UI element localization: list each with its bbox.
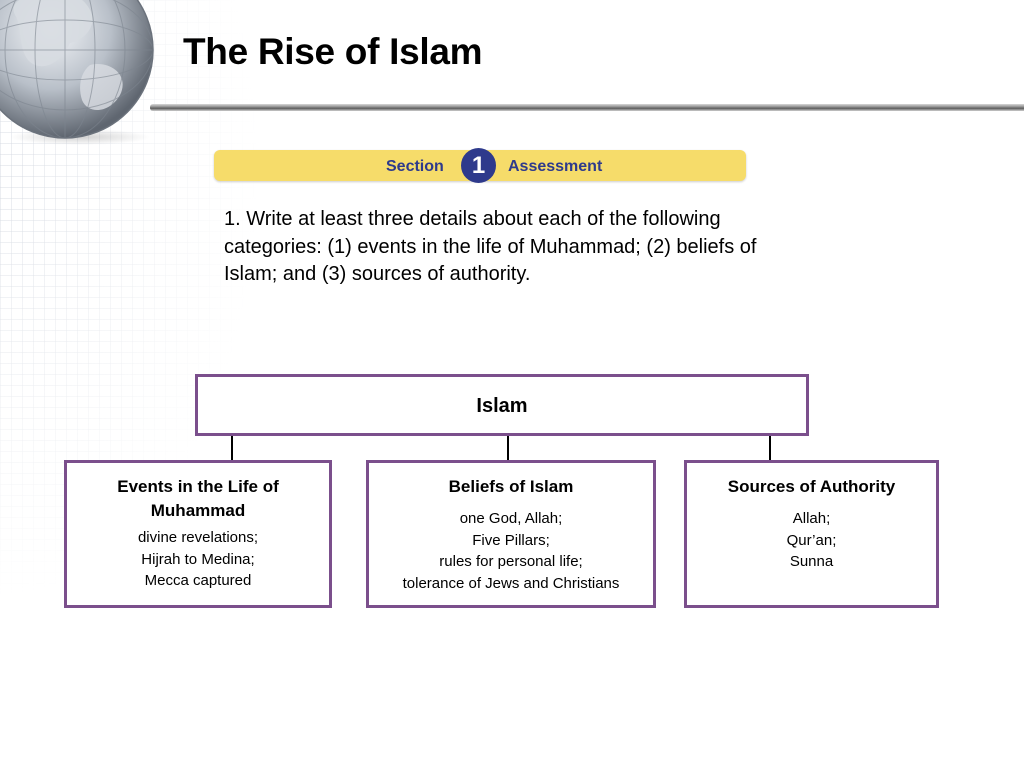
diagram-root-box: Islam bbox=[195, 374, 809, 436]
category-item: one God, Allah; bbox=[459, 510, 563, 527]
category-title: Events in the Life of Muhammad bbox=[117, 477, 279, 520]
category-box-events: Events in the Life of Muhammad divine re… bbox=[64, 460, 332, 608]
connector-line bbox=[769, 436, 771, 460]
section-number-badge: 1 bbox=[461, 148, 496, 183]
assessment-question: 1. Write at least three details about ea… bbox=[224, 208, 757, 285]
category-title: Beliefs of Islam bbox=[448, 477, 574, 496]
category-item: Qur’an; bbox=[786, 531, 837, 549]
category-item: rules for personal life; bbox=[439, 553, 583, 570]
title-divider bbox=[150, 104, 1024, 111]
category-item: Sunna bbox=[789, 553, 834, 570]
assessment-label: Assessment bbox=[508, 158, 603, 175]
category-items: Allah; Qur’an; Sunna bbox=[687, 508, 936, 573]
category-item: Hijrah to Medina; bbox=[141, 550, 255, 568]
globe-icon bbox=[0, 0, 154, 145]
category-items: one God, Allah; Five Pillars; rules for … bbox=[369, 508, 653, 594]
section-label: Section bbox=[386, 158, 444, 175]
category-item: divine revelations; bbox=[137, 529, 259, 546]
category-box-sources: Sources of Authority Allah; Qur’an; Sunn… bbox=[684, 460, 939, 608]
category-item: tolerance of Jews and Christians bbox=[402, 574, 620, 592]
category-item: Mecca captured bbox=[144, 572, 252, 589]
section-assessment-banner: Section 1 Assessment bbox=[214, 148, 746, 183]
connector-line bbox=[507, 436, 509, 460]
category-title: Sources of Authority bbox=[727, 477, 896, 496]
category-item: Allah; bbox=[792, 510, 831, 527]
category-box-beliefs: Beliefs of Islam one God, Allah; Five Pi… bbox=[366, 460, 656, 608]
category-item: Five Pillars; bbox=[472, 531, 550, 549]
diagram-root-label: Islam bbox=[476, 395, 528, 417]
slide-title: The Rise of Islam bbox=[183, 31, 483, 72]
connector-line bbox=[231, 436, 233, 460]
category-items: divine revelations; Hijrah to Medina; Me… bbox=[67, 527, 329, 592]
